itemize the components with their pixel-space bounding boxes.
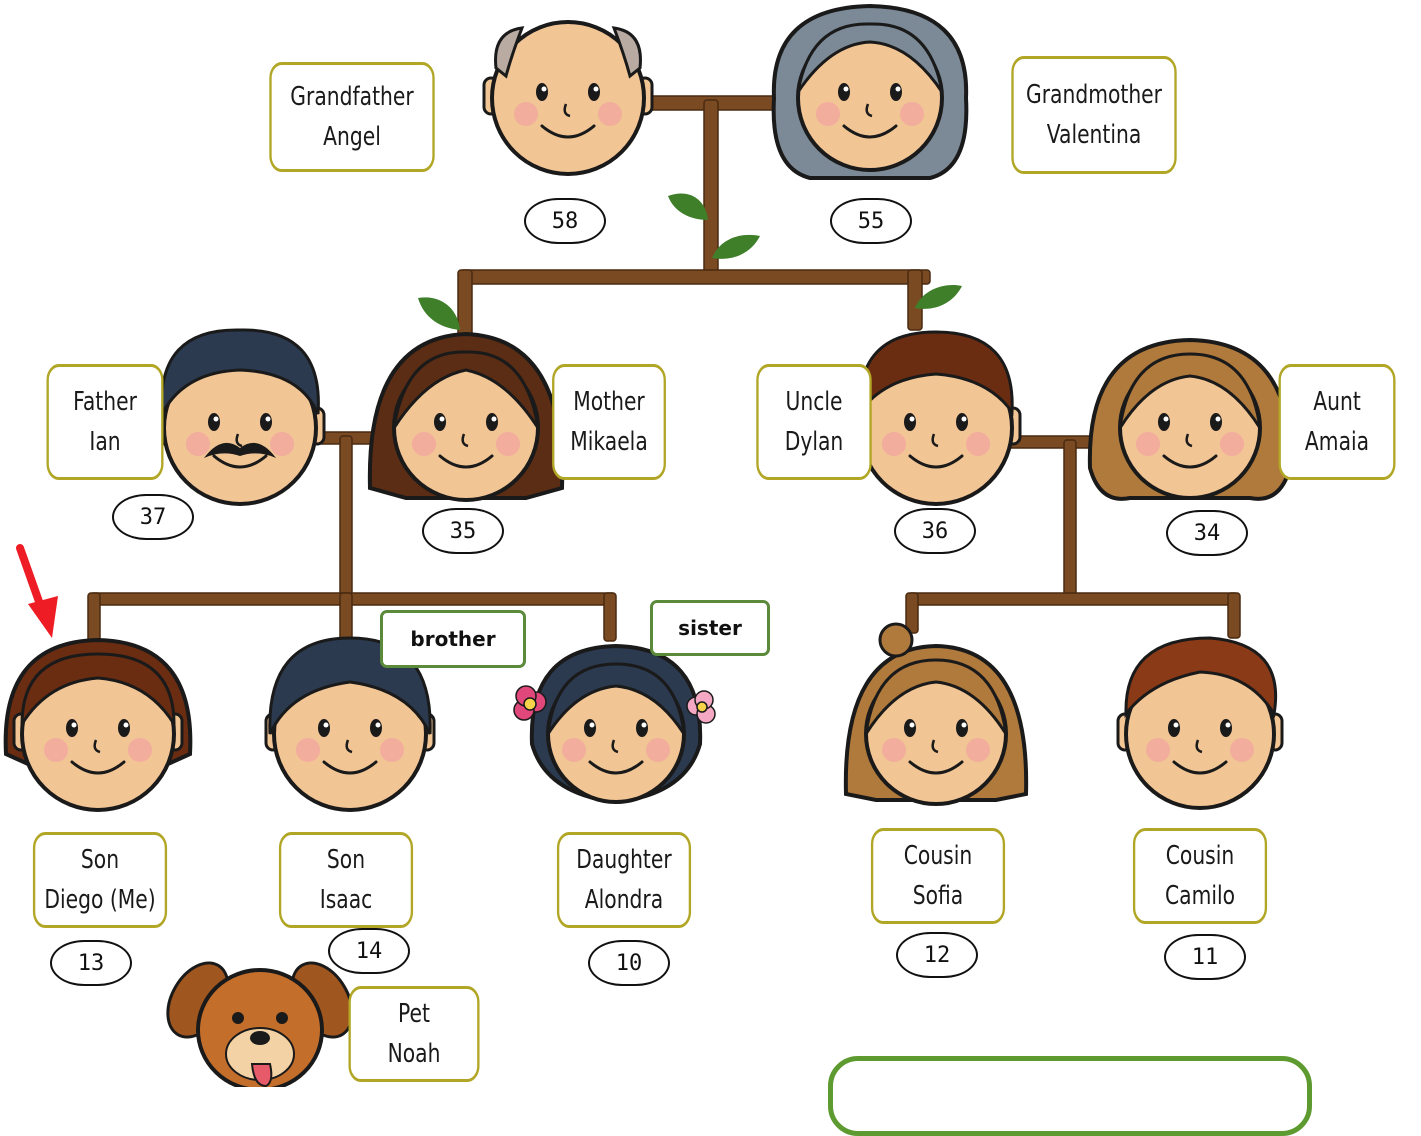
- aunt-name: Amaia: [1304, 427, 1370, 457]
- camilo-label: Cousin Camilo: [1132, 828, 1268, 924]
- alondra-face-icon: [513, 643, 716, 805]
- alondra-role: Daughter: [576, 845, 672, 875]
- aunt-age: 34: [1166, 510, 1248, 556]
- grandmother-label: Grandmother Valentina: [1011, 56, 1177, 174]
- diego-age: 13: [50, 940, 132, 986]
- isaac-label: Son Isaac: [278, 832, 414, 928]
- pet-role: Pet: [398, 999, 430, 1029]
- isaac-role: Son: [326, 845, 366, 875]
- father-name: Ian: [89, 427, 121, 457]
- sofia-face-icon: [843, 622, 1029, 806]
- mother-label: Mother Mikaela: [552, 364, 666, 480]
- pet-label: Pet Noah: [348, 986, 480, 1082]
- sofia-name: Sofia: [912, 881, 964, 911]
- grandfather-role: Grandfather: [290, 82, 414, 112]
- camilo-age: 11: [1164, 934, 1246, 980]
- answer-box[interactable]: [828, 1056, 1312, 1136]
- uncle-role: Uncle: [785, 387, 843, 417]
- mother-name: Mikaela: [570, 427, 648, 457]
- isaac-age: 14: [328, 928, 410, 974]
- diego-label: Son Diego (Me): [32, 832, 168, 928]
- father-age: 37: [112, 494, 194, 540]
- aunt-role: Aunt: [1313, 387, 1361, 417]
- mother-role: Mother: [573, 387, 645, 417]
- dog-face-icon: [166, 961, 354, 1087]
- alondra-label: Daughter Alondra: [556, 832, 692, 928]
- camilo-face-icon: [1116, 636, 1284, 810]
- tree-branches: [87, 95, 1241, 644]
- aunt-label: Aunt Amaia: [1278, 364, 1396, 480]
- sister-tag: sister: [650, 600, 770, 656]
- grandmother-age: 55: [830, 198, 912, 244]
- alondra-age: 10: [588, 940, 670, 986]
- flower-icon: [513, 685, 547, 721]
- family-faces: [3, 3, 1293, 1087]
- grandmother-name: Valentina: [1046, 120, 1142, 150]
- uncle-label: Uncle Dylan: [756, 364, 872, 480]
- aunt-face-icon: [1087, 337, 1293, 501]
- camilo-name: Camilo: [1164, 881, 1236, 911]
- father-role: Father: [73, 387, 137, 417]
- father-label: Father Ian: [46, 364, 164, 480]
- sofia-role: Cousin: [903, 841, 973, 871]
- camilo-role: Cousin: [1165, 841, 1235, 871]
- diego-face-icon: [3, 637, 193, 812]
- brother-tag: brother: [380, 610, 526, 668]
- uncle-age: 36: [894, 508, 976, 554]
- grandmother-role: Grandmother: [1025, 80, 1162, 110]
- diego-role: Son: [80, 845, 120, 875]
- mother-age: 35: [422, 508, 504, 554]
- sofia-age: 12: [896, 932, 978, 978]
- pet-name: Noah: [387, 1039, 441, 1069]
- grandfather-label: Grandfather Angel: [269, 62, 435, 172]
- grandmother-face-icon: [771, 3, 969, 180]
- grandfather-face-icon: [482, 20, 654, 176]
- grandfather-age: 58: [524, 198, 606, 244]
- alondra-name: Alondra: [584, 885, 664, 915]
- red-arrow-icon: [16, 544, 58, 638]
- sofia-label: Cousin Sofia: [870, 828, 1006, 924]
- isaac-face-icon: [264, 636, 436, 812]
- diego-name: Diego (Me): [44, 885, 156, 915]
- isaac-name: Isaac: [319, 885, 373, 915]
- leaf-icons: [418, 193, 962, 330]
- uncle-name: Dylan: [784, 427, 844, 457]
- grandfather-name: Angel: [323, 122, 381, 152]
